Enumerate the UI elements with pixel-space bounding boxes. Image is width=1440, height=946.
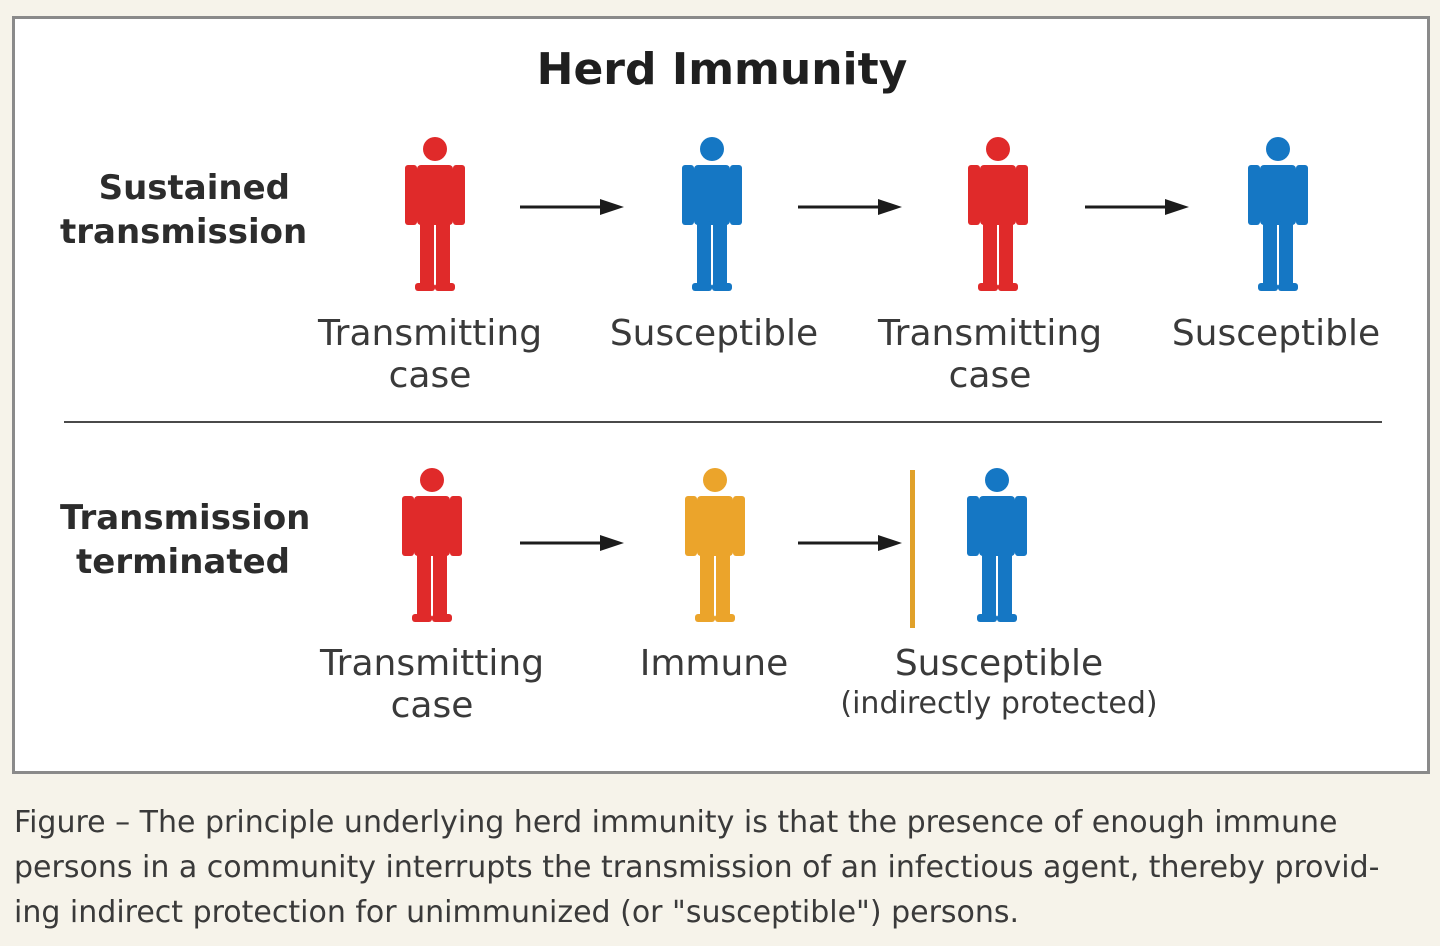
person-transmitting-icon	[405, 137, 465, 291]
row-label-terminated: Transmission terminated	[60, 496, 311, 584]
barrier-line	[910, 470, 915, 628]
caption-line: ing indirect protection for unimmunized …	[14, 895, 1020, 930]
row-label-line: Sustained	[98, 168, 290, 208]
person-label-line: Immune	[639, 643, 789, 684]
person-transmitting-icon	[968, 137, 1028, 291]
person-immune-icon	[685, 468, 745, 622]
arrow-icon	[798, 199, 902, 215]
person-label-line: case	[390, 685, 474, 726]
person-label: Transmitting case	[290, 313, 570, 397]
person-label-line: Transmitting	[877, 313, 1103, 354]
diagram-title: Herd Immunity	[536, 44, 908, 95]
person-label-line: Susceptible	[609, 313, 819, 354]
caption-line: Figure – The principle underlying herd i…	[14, 805, 1338, 840]
person-label-line: case	[948, 355, 1032, 396]
person-label-line: case	[388, 355, 472, 396]
person-transmitting-icon	[402, 468, 462, 622]
row-label-line: terminated	[76, 542, 290, 582]
person-label-line: Transmitting	[317, 313, 543, 354]
row-divider	[64, 421, 1382, 423]
person-label: Transmitting case	[850, 313, 1130, 397]
arrow-icon	[520, 199, 624, 215]
person-label-line: Susceptible	[894, 643, 1104, 684]
arrow-icon	[520, 535, 624, 551]
row-label-sustained: Sustained transmission	[60, 166, 308, 254]
arrow-icon	[1085, 199, 1189, 215]
person-susceptible-icon	[1248, 137, 1308, 291]
person-susceptible-icon	[682, 137, 742, 291]
person-label: Transmitting case	[292, 643, 572, 727]
person-label: Susceptible	[1136, 313, 1416, 355]
row-label-line: Transmission	[60, 498, 311, 538]
person-label: Susceptible (indirectly protected)	[834, 643, 1164, 723]
figure-caption: Figure – The principle underlying herd i…	[14, 800, 1426, 935]
person-label: Immune	[574, 643, 854, 685]
caption-line: persons in a community interrupts the tr…	[14, 850, 1380, 885]
row-label-line: transmission	[60, 212, 308, 252]
person-label-line: Susceptible	[1171, 313, 1381, 354]
person-susceptible-icon	[967, 468, 1027, 622]
arrow-icon	[798, 535, 902, 551]
person-label: Susceptible	[574, 313, 854, 355]
person-label-line: (indirectly protected)	[840, 686, 1158, 721]
person-label-line: Transmitting	[319, 643, 545, 684]
